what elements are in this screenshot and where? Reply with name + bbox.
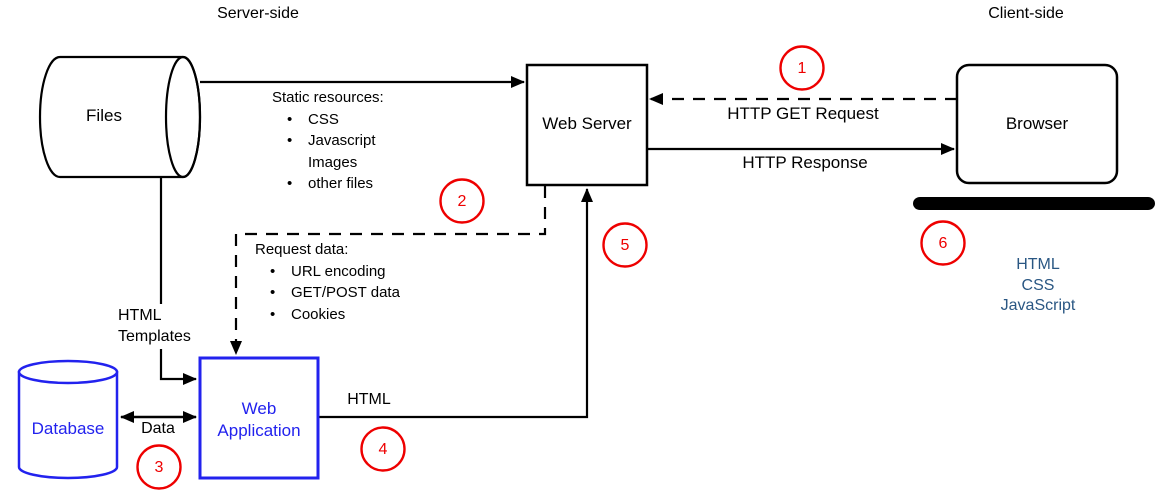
step-5-number: 5 bbox=[620, 237, 630, 254]
laptop-base-shape bbox=[913, 197, 1155, 210]
request-data-item-cookies: Cookies bbox=[255, 304, 400, 326]
request-data-note: Request data: URL encoding GET/POST data… bbox=[255, 239, 400, 325]
edge-request-data-arrow bbox=[230, 186, 547, 355]
web-server-node-shape bbox=[525, 63, 649, 187]
server-side-region-label: Server-side bbox=[217, 5, 299, 22]
browser-node-shape bbox=[955, 63, 1119, 185]
browser-node-label: Browser bbox=[1005, 114, 1069, 133]
static-resources-note: Static resources: CSS Javascript Images … bbox=[272, 87, 384, 195]
step-1-circle bbox=[779, 45, 825, 91]
static-resources-item-other-files: other files bbox=[272, 173, 384, 195]
web-application-node-label: Web Application bbox=[217, 399, 301, 440]
http-response-edge-label: HTTP Response bbox=[742, 153, 868, 172]
web-server-node-label: Web Server bbox=[542, 114, 632, 133]
files-node-shape bbox=[38, 55, 202, 179]
static-resources-title: Static resources: bbox=[272, 89, 384, 106]
web-application-node-shape bbox=[198, 356, 320, 480]
step-5-circle bbox=[602, 222, 648, 268]
edge-html-templates-arrow bbox=[159, 177, 197, 385]
data-edge-label: Data bbox=[141, 420, 175, 437]
step-2-circle bbox=[439, 178, 485, 224]
static-resources-item-images: Images bbox=[308, 153, 358, 171]
database-node-label: Database bbox=[31, 419, 105, 438]
static-resources-item-javascript: Javascript bbox=[272, 130, 384, 152]
step-4-circle bbox=[360, 426, 406, 472]
static-resources-item-css: CSS bbox=[272, 109, 384, 131]
request-data-item-url-encoding: URL encoding bbox=[255, 261, 400, 283]
database-node-shape bbox=[17, 359, 119, 480]
client-output-label: HTML CSS JavaScript bbox=[1000, 256, 1076, 314]
step-2-number: 2 bbox=[457, 193, 467, 210]
client-side-region-label: Client-side bbox=[988, 5, 1064, 22]
edge-html-arrow bbox=[318, 188, 593, 419]
http-get-request-edge-label: HTTP GET Request bbox=[727, 104, 879, 123]
step-4-number: 4 bbox=[378, 441, 388, 458]
step-3-number: 3 bbox=[154, 459, 164, 476]
request-data-title: Request data: bbox=[255, 241, 349, 258]
step-6-circle bbox=[920, 220, 966, 266]
html-edge-label: HTML bbox=[347, 391, 391, 408]
files-node-label: Files bbox=[86, 106, 122, 125]
step-6-number: 6 bbox=[938, 235, 948, 252]
step-1-number: 1 bbox=[797, 60, 807, 77]
step-3-circle bbox=[136, 444, 182, 490]
request-data-item-get-post-data: GET/POST data bbox=[255, 282, 400, 304]
html-templates-edge-label: HTML Templates bbox=[118, 304, 193, 349]
